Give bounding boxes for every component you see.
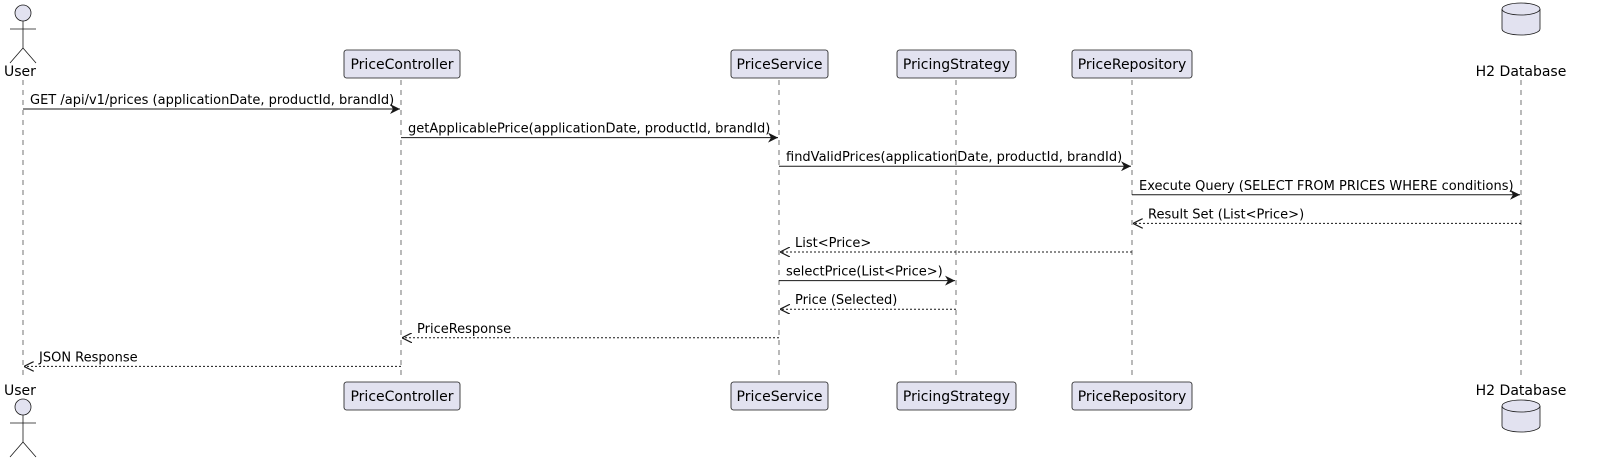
- participant-label-service-top: PriceService: [737, 57, 823, 73]
- message-label-6: List<Price>: [795, 236, 871, 251]
- participant-label-strategy-bottom: PricingStrategy: [903, 389, 1010, 405]
- actor-figure-bottom: [9, 398, 37, 458]
- participant-label-user-bottom: User: [4, 383, 36, 399]
- message-label-3: findValidPrices(applicationDate, product…: [786, 150, 1122, 165]
- participant-box-repository-bottom: [1071, 381, 1193, 411]
- participant-heads: UserUserPriceControllerPriceControllerPr…: [4, 2, 1567, 458]
- participant-label-service-bottom: PriceService: [737, 389, 823, 405]
- lifelines: [22, 80, 1522, 378]
- participant-box-strategy-bottom: [896, 381, 1017, 411]
- message-label-2: getApplicablePrice(applicationDate, prod…: [408, 122, 770, 137]
- participant-label-database-bottom: H2 Database: [1476, 383, 1567, 399]
- database-icon-top: [1501, 2, 1541, 36]
- participant-box-strategy-top: [896, 49, 1017, 79]
- participant-label-database-top: H2 Database: [1476, 64, 1567, 80]
- message-label-5: Result Set (List<Price>): [1148, 207, 1304, 222]
- participant-box-repository-top: [1071, 49, 1193, 79]
- message-label-4: Execute Query (SELECT FROM PRICES WHERE …: [1139, 179, 1514, 194]
- participant-label-strategy-top: PricingStrategy: [903, 57, 1010, 73]
- messages: GET /api/v1/prices (applicationDate, pro…: [23, 93, 1521, 366]
- message-label-9: PriceResponse: [417, 322, 511, 337]
- participant-box-service-bottom: [730, 381, 829, 411]
- participant-label-user-top: User: [4, 64, 36, 80]
- actor-figure-top: [9, 4, 37, 64]
- participant-label-controller-bottom: PriceController: [350, 389, 453, 405]
- message-label-1: GET /api/v1/prices (applicationDate, pro…: [30, 93, 394, 108]
- participant-label-controller-top: PriceController: [350, 57, 453, 73]
- database-icon-bottom: [1501, 399, 1541, 433]
- message-label-8: Price (Selected): [795, 293, 897, 308]
- message-label-7: selectPrice(List<Price>): [786, 265, 943, 280]
- participant-label-repository-bottom: PriceRepository: [1078, 389, 1187, 405]
- participant-label-repository-top: PriceRepository: [1078, 57, 1187, 73]
- message-label-10: JSON Response: [38, 350, 138, 365]
- participant-box-controller-bottom: [343, 381, 461, 411]
- participant-box-service-top: [730, 49, 829, 79]
- participant-box-controller-top: [343, 49, 461, 79]
